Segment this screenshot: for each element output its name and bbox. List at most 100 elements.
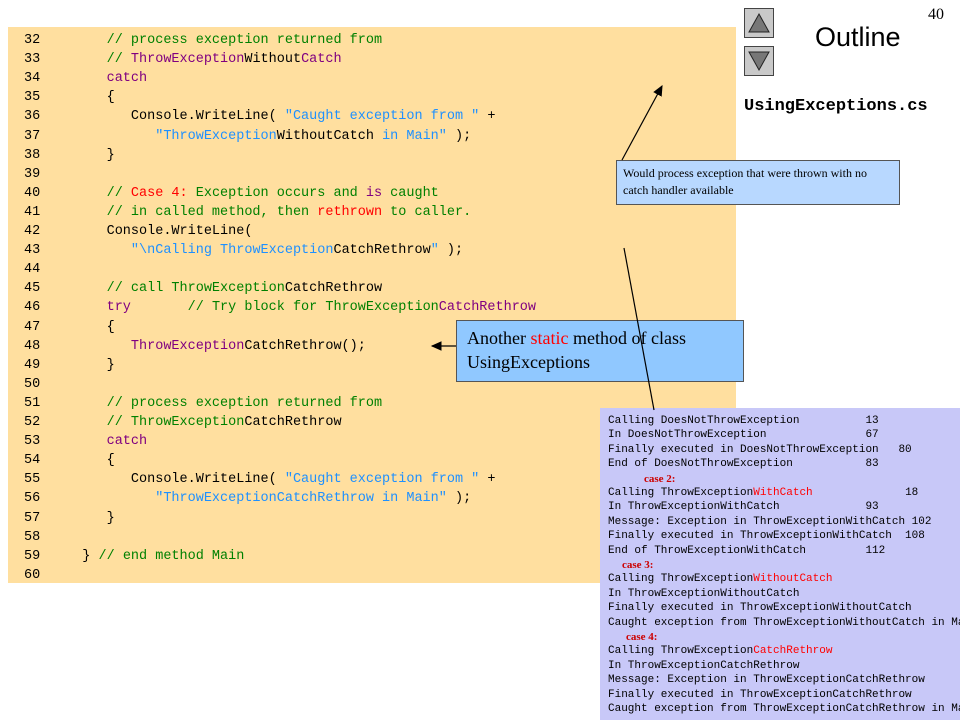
code-token: "Caught exception from " <box>284 109 480 125</box>
triangle-down-icon <box>748 51 770 72</box>
code-token: // <box>106 185 131 201</box>
code-token: { <box>58 453 115 469</box>
output-token: CatchRethrow <box>753 645 833 658</box>
code-token: "ThrowExceptionCatchRethrow in Main" <box>155 491 447 507</box>
code-line: 56 "ThrowExceptionCatchRethrow in Main" … <box>24 489 471 508</box>
code-line: 47 { <box>24 318 115 337</box>
line-number: 41 <box>24 204 41 220</box>
code-token: Console.WriteLine( <box>58 109 285 125</box>
code-line: 44 <box>24 260 58 279</box>
code-token: try <box>106 300 131 316</box>
output-line: End of ThrowExceptionWithCatch 112 <box>608 544 885 558</box>
line-number: 54 <box>24 453 41 469</box>
callout-no-catch-handler: Would process exception that were thrown… <box>616 160 900 205</box>
callout-text: Another <box>467 328 531 348</box>
code-line: 40 // Case 4: Exception occurs and is ca… <box>24 184 439 203</box>
output-token: In ThrowExceptionCatchRethrow <box>608 659 800 672</box>
code-token: WithoutCatch <box>276 128 374 144</box>
line-number: 47 <box>24 319 41 335</box>
line-number: 34 <box>24 71 41 87</box>
code-line: 34 catch <box>24 69 147 88</box>
code-token: // Try block for ThrowException <box>187 300 439 316</box>
code-token: ThrowException <box>130 52 245 68</box>
code-token: // process exception returned from <box>106 395 383 411</box>
code-token: caught <box>382 185 439 201</box>
line-number: 46 <box>24 300 41 316</box>
output-line: Message: Exception in ThrowExceptionWith… <box>608 515 931 529</box>
output-token: End of DoesNotThrowException 83 <box>608 458 879 471</box>
code-token: ); <box>438 243 464 259</box>
previous-slide-button[interactable] <box>744 8 774 38</box>
file-name: UsingExceptions.cs <box>744 97 928 116</box>
callout-text: method of class UsingExceptions <box>467 328 686 372</box>
code-line: 50 <box>24 375 58 394</box>
line-number: 60 <box>24 567 41 583</box>
line-number: 52 <box>24 415 41 430</box>
code-line: 58 <box>24 528 58 547</box>
code-line: 37 "ThrowExceptionWithoutCatch in Main" … <box>24 127 471 146</box>
code-token: } <box>58 510 115 526</box>
output-token: Caught exception from ThrowExceptionWith… <box>608 616 960 629</box>
output-line: Calling ThrowExceptionWithoutCatch <box>608 572 832 586</box>
code-token: to caller. <box>382 204 472 220</box>
code-token: // end method Main <box>98 548 245 564</box>
code-token: CatchRethrow <box>438 300 537 316</box>
output-token: In DoesNotThrowException 67 <box>608 429 879 442</box>
code-line: 36 Console.WriteLine( "Caught exception … <box>24 107 495 126</box>
line-number: 51 <box>24 395 41 411</box>
output-line: Caught exception from ThrowExceptionWith… <box>608 616 960 630</box>
case-label: case 3: <box>622 559 654 571</box>
output-line: Message: Exception in ThrowExceptionCatc… <box>608 673 925 687</box>
output-token: Finally executed in ThrowExceptionWithCa… <box>608 530 925 543</box>
code-line: 33 // ThrowExceptionWithoutCatch <box>24 50 342 69</box>
line-number: 38 <box>24 147 41 163</box>
code-token: // ThrowException <box>106 415 245 430</box>
code-token: Without <box>244 52 302 68</box>
outline-title[interactable]: Outline <box>815 22 901 52</box>
output-token: In ThrowExceptionWithoutCatch <box>608 587 800 600</box>
code-token: // call ThrowException <box>106 281 285 297</box>
output-token: In ThrowExceptionWithCatch 93 <box>608 501 879 514</box>
output-line: Caught exception from ThrowExceptionCatc… <box>608 702 960 716</box>
line-number: 39 <box>24 166 41 182</box>
code-line: 49 } <box>24 356 115 375</box>
code-token: " <box>430 243 439 259</box>
output-token: Finally executed in DoesNotThrowExceptio… <box>608 443 912 456</box>
code-token: { <box>58 90 115 106</box>
code-token: } <box>58 147 115 163</box>
line-number: 56 <box>24 491 41 507</box>
output-line: Calling ThrowExceptionCatchRethrow <box>608 644 832 658</box>
code-token: is <box>365 185 383 201</box>
output-line: Calling ThrowExceptionWithCatch 18 <box>608 486 918 500</box>
code-line: 39 <box>24 165 58 184</box>
code-token: // <box>106 52 131 68</box>
output-line: Calling DoesNotThrowException 13 <box>608 414 879 428</box>
code-token: Case 4: <box>130 185 188 201</box>
case-label: case 4: <box>626 631 658 643</box>
code-line: 53 catch <box>24 432 147 451</box>
code-token: { <box>58 319 115 335</box>
output-line: Finally executed in DoesNotThrowExceptio… <box>608 443 912 457</box>
code-line: 55 Console.WriteLine( "Caught exception … <box>24 470 495 489</box>
code-line: 46 try // Try block for ThrowExceptionCa… <box>24 298 536 317</box>
code-token: "Caught exception from " <box>284 472 480 488</box>
code-token: catch <box>106 434 148 450</box>
output-line: End of DoesNotThrowException 83 <box>608 457 879 471</box>
case-label: case 2: <box>644 472 676 485</box>
output-token: Calling ThrowException <box>608 645 754 658</box>
code-token: Catch <box>301 52 342 68</box>
code-line: 51 // process exception returned from <box>24 394 382 413</box>
code-token: + <box>479 109 496 125</box>
code-line: 32 // process exception returned from <box>24 31 382 50</box>
code-line: 38 } <box>24 146 115 165</box>
code-token: ThrowException <box>130 338 245 354</box>
code-token: in Main" <box>373 128 447 144</box>
arrow-to-output <box>623 247 655 411</box>
next-slide-button[interactable] <box>744 46 774 76</box>
code-line: 45 // call ThrowExceptionCatchRethrow <box>24 279 382 298</box>
line-number: 44 <box>24 262 41 278</box>
page-number: 40 <box>928 6 944 23</box>
output-line: Finally executed in ThrowExceptionWithCa… <box>608 529 925 543</box>
line-number: 57 <box>24 510 41 526</box>
